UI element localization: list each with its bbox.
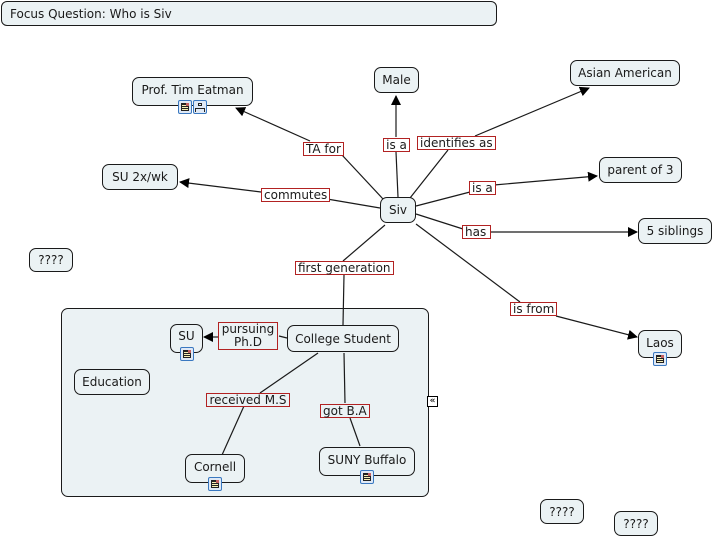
concept-prof-tim-eatman[interactable]: Prof. Tim Eatman (132, 77, 253, 114)
focus-question[interactable]: Focus Question: Who is Siv (1, 1, 497, 26)
link-is-a[interactable]: is a (383, 138, 410, 152)
link-label: identifies as (420, 136, 493, 150)
edge (342, 224, 386, 262)
link-label: TA for (306, 142, 341, 156)
link-got-ba[interactable]: got B.A (320, 404, 370, 418)
edge (409, 149, 449, 199)
concept-suny-buffalo[interactable]: SUNY Buffalo (319, 447, 415, 484)
concept-label: College Student (295, 331, 391, 346)
concept-education[interactable]: Education (74, 369, 150, 395)
concept-parent-of-3[interactable]: parent of 3 (599, 157, 682, 183)
edge (395, 151, 399, 198)
document-image-icon[interactable] (360, 470, 374, 484)
concept-su[interactable]: SU (170, 324, 203, 361)
concept-label: Male (382, 73, 411, 87)
link-label: is from (513, 302, 555, 316)
link-has[interactable]: has (462, 225, 491, 239)
concept-label: SUNY Buffalo (327, 453, 407, 467)
concept-5-siblings[interactable]: 5 siblings (638, 218, 712, 244)
concept-label: ???? (623, 516, 649, 531)
link-label: commutes (264, 188, 328, 202)
document-image-icon[interactable] (179, 347, 194, 361)
link-label: has (465, 225, 487, 239)
edge-arrow (179, 178, 262, 193)
concept-cornell[interactable]: Cornell (185, 454, 245, 491)
link-label: pursuing Ph.D (221, 322, 275, 349)
focus-question-text: Focus Question: Who is Siv (10, 7, 172, 21)
concept-map-icon[interactable] (193, 100, 207, 114)
document-image-icon[interactable] (208, 477, 222, 491)
edge-arrow (555, 315, 638, 340)
edge-arrow (493, 171, 598, 186)
link-is-a[interactable]: is a (469, 181, 496, 195)
edge-arrow (235, 107, 311, 142)
edge (221, 405, 245, 456)
edge (341, 154, 384, 200)
link-is-from[interactable]: is from (510, 302, 558, 316)
document-image-icon[interactable] (653, 352, 667, 366)
document-image-icon[interactable] (178, 100, 192, 114)
edge (343, 352, 346, 404)
edge (349, 417, 361, 447)
concept-asian-american[interactable]: Asian American (570, 60, 680, 86)
edge (415, 213, 464, 230)
concept-label: Prof. Tim Eatman (141, 83, 244, 97)
concept-male[interactable]: Male (374, 67, 419, 93)
edge (259, 352, 319, 394)
concept-label: SU 2x/wk (112, 170, 168, 184)
concept-label: Siv (388, 203, 408, 217)
concept-su-2x-wk[interactable]: SU 2x/wk (102, 164, 178, 190)
edge (342, 274, 345, 326)
concept-unknown[interactable]: ???? (540, 499, 584, 524)
link-label: is a (386, 138, 407, 152)
edge (415, 223, 521, 303)
link-first-generation[interactable]: first generation (295, 261, 394, 275)
concept-label: ???? (549, 504, 575, 519)
concept-label: 5 siblings (646, 224, 704, 238)
concept-siv[interactable]: Siv (380, 197, 416, 223)
concept-label: Asian American (578, 66, 672, 80)
link-received-ms[interactable]: received M.S (206, 393, 290, 407)
link-commutes[interactable]: commutes (261, 188, 331, 202)
concept-label: parent of 3 (607, 163, 674, 177)
link-ta-for[interactable]: TA for (303, 142, 344, 156)
concept-label: Education (82, 375, 142, 389)
edge-arrow (474, 86, 590, 137)
link-label: got B.A (323, 404, 367, 418)
link-label: first generation (298, 261, 391, 275)
edge (278, 335, 288, 339)
link-pursuing-phd[interactable]: pursuing Ph.D (218, 322, 278, 350)
concept-college-student[interactable]: College Student (287, 325, 399, 352)
concept-label: Cornell (193, 460, 237, 474)
link-label: is a (472, 181, 493, 195)
concept-laos[interactable]: Laos (638, 330, 682, 366)
concept-label: Laos (646, 336, 674, 350)
concept-unknown[interactable]: ???? (29, 248, 73, 272)
edge (415, 191, 471, 207)
edge (326, 198, 381, 209)
concept-unknown[interactable]: ???? (614, 511, 658, 536)
collapse-chevron-icon[interactable]: « (427, 396, 438, 407)
concept-label: ???? (38, 253, 64, 267)
link-label: received M.S (209, 393, 287, 407)
concept-label: SU (178, 329, 195, 343)
link-identifies-as[interactable]: identifies as (417, 136, 496, 150)
